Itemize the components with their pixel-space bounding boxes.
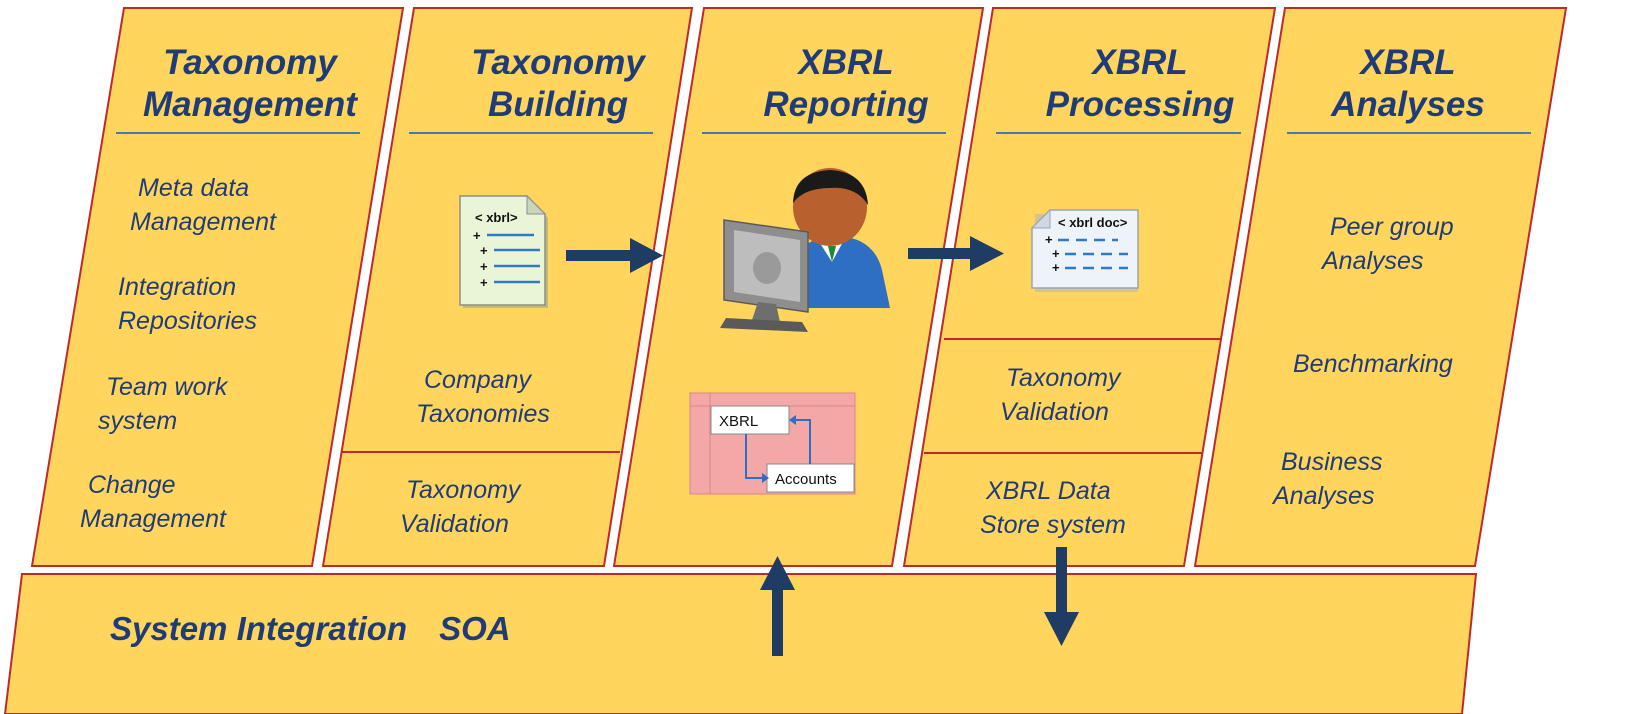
svg-text:XBRL: XBRL (719, 413, 758, 430)
meta-data-management-item: Meta data Management (130, 174, 276, 236)
svg-text:+: + (1045, 232, 1053, 247)
svg-text:+: + (480, 259, 488, 274)
integration-repositories-item: Integration Repositories (118, 273, 257, 335)
system-integration-band (3, 573, 1478, 714)
svg-text:+: + (1052, 260, 1060, 275)
taxonomy-management-heading: Taxonomy Management (143, 43, 357, 124)
soa-label: SOA (439, 610, 511, 647)
arrow-right-icon (566, 238, 663, 273)
taxonomy-management-panel (30, 7, 405, 567)
xbrl-analyses-panel (1193, 7, 1568, 567)
peer-group-analyses-item: Peer group Analyses (1322, 213, 1454, 275)
svg-text:+: + (480, 243, 488, 258)
arrow-up-icon (760, 556, 795, 656)
user-at-computer-icon (720, 168, 890, 332)
mapping-diagram-icon: XBRL Accounts (689, 392, 856, 495)
svg-text:+: + (1052, 246, 1060, 261)
svg-text:< xbrl doc>: < xbrl doc> (1058, 215, 1128, 230)
arrow-down-icon (1044, 547, 1079, 646)
xbrl-data-store-system-box: XBRL Data Store system (980, 477, 1126, 539)
arrow-right-icon (908, 236, 1004, 271)
xbrl-reporting-heading: XBRL Reporting (763, 43, 929, 124)
xbrl-document-icon: < xbrl> + + + + (459, 194, 548, 308)
xbrl-analyses-heading: XBRL Analyses (1331, 43, 1485, 124)
benchmarking-item: Benchmarking (1293, 350, 1453, 378)
change-management-item: Change Management (80, 471, 226, 533)
xbrl-doc-icon: < xbrl doc> + + + (1030, 208, 1139, 292)
xbrl-processing-heading: XBRL Processing (1045, 43, 1235, 124)
svg-text:+: + (473, 228, 481, 243)
taxonomy-building-heading: Taxonomy Building (471, 43, 645, 124)
taxonomy-validation-box: Taxonomy Validation (400, 476, 521, 538)
team-work-system-item: Team work system (98, 373, 228, 435)
svg-text:Accounts: Accounts (775, 471, 837, 488)
business-analyses-item: Business Analyses (1273, 448, 1383, 510)
svg-text:+: + (480, 275, 488, 290)
svg-text:< xbrl>: < xbrl> (475, 210, 518, 225)
company-taxonomies-item: Company Taxonomies (416, 366, 550, 428)
taxonomy-validation-box: Taxonomy Validation (1000, 364, 1121, 426)
